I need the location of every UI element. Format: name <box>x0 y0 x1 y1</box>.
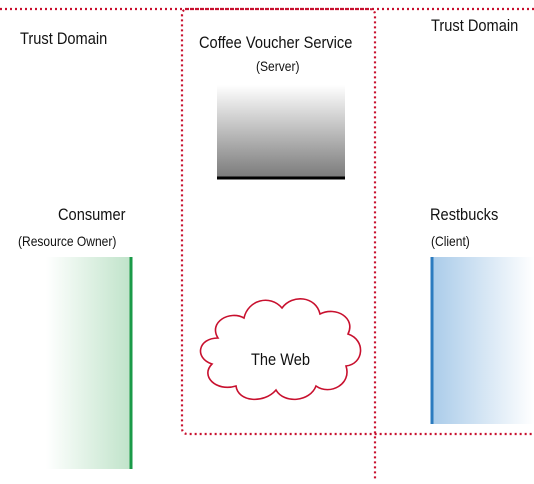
right-trust-domain-label: Trust Domain <box>431 16 519 35</box>
server-name: Coffee Voucher Service <box>199 33 353 52</box>
client-bar <box>431 257 534 424</box>
cloud-label: The Web <box>251 350 311 369</box>
left-trust-domain-label: Trust Domain <box>20 29 108 48</box>
consumer-bar <box>46 257 132 469</box>
server-box <box>217 85 345 178</box>
cloud-icon <box>199 298 362 401</box>
consumer-role: (Resource Owner) <box>18 233 117 249</box>
consumer-name: Consumer <box>58 205 126 224</box>
right-trust-domain-boundary <box>180 7 534 436</box>
client-name: Restbucks <box>430 205 499 224</box>
client-role: (Client) <box>431 233 470 249</box>
server-role: (Server) <box>256 58 300 74</box>
